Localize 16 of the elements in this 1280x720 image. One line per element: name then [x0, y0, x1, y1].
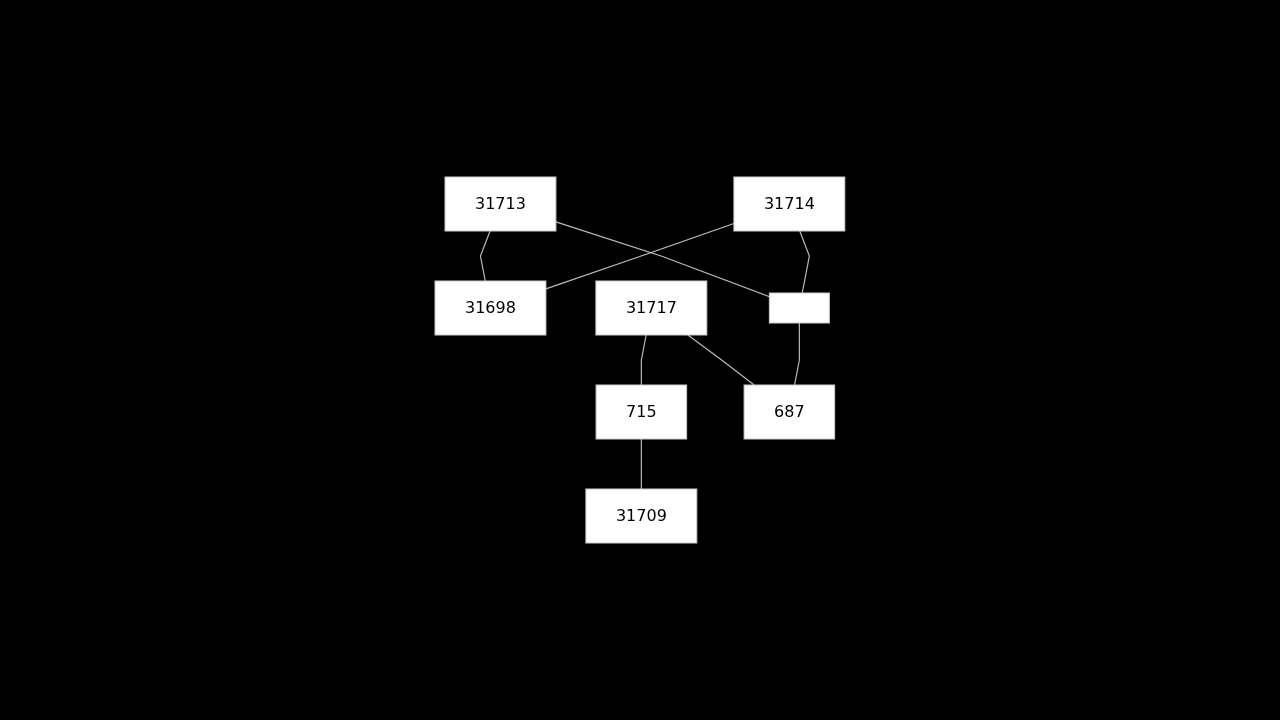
connector: [799, 230, 811, 294]
node-box: 31698: [434, 280, 547, 336]
node-box: 715: [595, 384, 688, 440]
node-box: 687: [743, 384, 836, 440]
connector: [640, 334, 647, 386]
connector: [794, 322, 801, 386]
node-box: 31717: [595, 280, 708, 336]
connector: [555, 221, 771, 298]
connector: [687, 334, 755, 386]
node-box: 31713: [444, 176, 557, 232]
node-box: 31709: [585, 488, 698, 544]
connector: [479, 230, 491, 282]
node-box: 31714: [733, 176, 846, 232]
node-box: [768, 292, 830, 324]
connector: [640, 438, 643, 490]
connector: [545, 222, 735, 290]
